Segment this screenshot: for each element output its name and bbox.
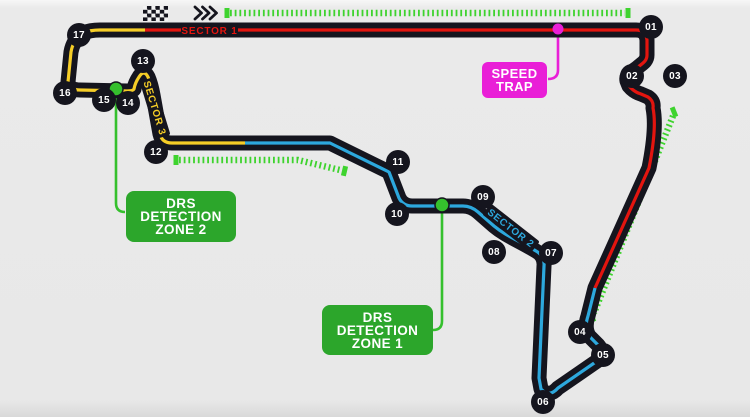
- turn-marker-12: 12: [144, 140, 168, 164]
- drs-zone-dotted-line-middle-straight: [179, 156, 343, 174]
- drs-zone-cap: [173, 155, 179, 165]
- drs-zone-cap: [625, 8, 631, 18]
- drs-detection-zone-1-label: DRS DETECTION ZONE 1: [322, 305, 433, 355]
- speed-trap-line1: SPEED: [491, 66, 538, 81]
- drs2-line1: DRS: [166, 196, 196, 211]
- turn-marker-11: 11: [386, 150, 410, 174]
- drs-detection-zone-2-label: DRS DETECTION ZONE 2: [126, 191, 236, 242]
- drs1-line3: ZONE 1: [351, 335, 404, 351]
- turn-marker-05: 05: [591, 343, 615, 367]
- speed-trap-dot: [552, 23, 564, 35]
- turn-marker-17: 17: [67, 23, 91, 47]
- speed-trap-connector-line: [547, 29, 560, 81]
- turn-marker-01: 01: [639, 15, 663, 39]
- turn-marker-15: 15: [92, 88, 116, 112]
- drs-zone-cap: [669, 106, 679, 118]
- turn-marker-06: 06: [531, 390, 555, 414]
- turn-marker-13: 13: [131, 49, 155, 73]
- turn-marker-10: 10: [385, 202, 409, 226]
- turn-marker-09: 09: [471, 185, 495, 209]
- drs1-line2: DETECTION: [336, 322, 419, 338]
- drs-detection-1-connector-line: [432, 205, 444, 332]
- turn-marker-08: 08: [482, 240, 506, 264]
- turn-marker-16: 16: [53, 81, 77, 105]
- turn-marker-04: 04: [568, 320, 592, 344]
- speed-trap-line2: TRAP: [496, 79, 533, 94]
- turn-marker-02: 02: [620, 64, 644, 88]
- speed-trap-label: SPEED TRAP: [482, 62, 547, 98]
- drs-detection-2-connector-line: [114, 89, 126, 214]
- sector-1-label: SECTOR 1: [181, 23, 238, 37]
- svg-text:SECTOR 1: SECTOR 1: [181, 26, 237, 37]
- turn-marker-14: 14: [116, 91, 140, 115]
- turn-marker-07: 07: [539, 241, 563, 265]
- drs2-line2: DETECTION: [140, 209, 222, 224]
- drs2-line3: ZONE 2: [155, 222, 207, 237]
- drs-zone-cap: [340, 165, 349, 177]
- drs-detection-1-dot: [434, 197, 450, 213]
- start-finish-flag-icon: [143, 6, 168, 21]
- direction-arrows-icon: [193, 5, 218, 21]
- drs1-line1: DRS: [362, 309, 393, 325]
- turn-marker-03: 03: [663, 64, 687, 88]
- drs-zone-cap: [224, 8, 230, 18]
